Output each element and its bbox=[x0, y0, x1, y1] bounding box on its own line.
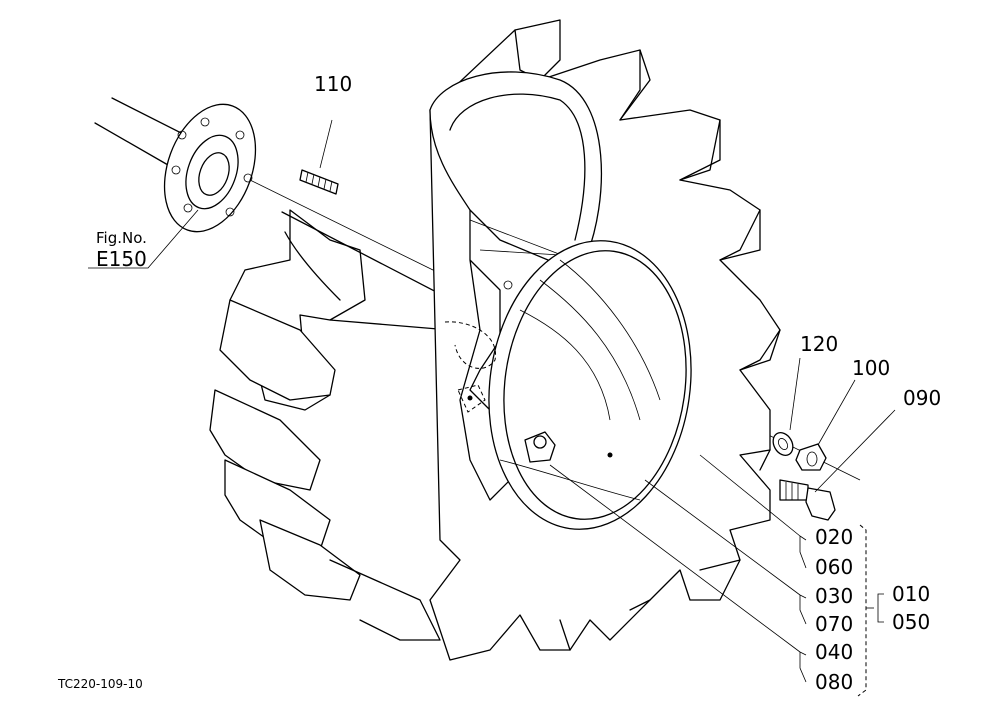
nut bbox=[795, 379, 856, 471]
label-080: 080 bbox=[815, 670, 853, 694]
label-040: 040 bbox=[815, 640, 853, 664]
fig-ref-line2: E150 bbox=[96, 247, 147, 271]
fig-ref-line1: Fig.No. bbox=[96, 229, 147, 247]
lock-washer bbox=[772, 357, 801, 456]
stud-bolt bbox=[299, 119, 339, 195]
drawing-code: TC220-109-10 bbox=[57, 677, 143, 691]
label-110: 110 bbox=[314, 72, 352, 96]
label-030: 030 bbox=[815, 584, 853, 608]
label-120: 120 bbox=[800, 332, 838, 356]
label-090: 090 bbox=[903, 386, 941, 410]
tire-rear-half bbox=[209, 209, 501, 641]
label-060: 060 bbox=[815, 555, 853, 579]
label-100: 100 bbox=[852, 356, 890, 380]
label-050: 050 bbox=[892, 610, 930, 634]
hub-flange bbox=[163, 103, 257, 233]
leader-lines bbox=[88, 209, 807, 683]
label-070: 070 bbox=[815, 612, 853, 636]
label-010: 010 bbox=[892, 582, 930, 606]
rim-barrel bbox=[488, 240, 692, 530]
group-bracket bbox=[857, 524, 884, 697]
wheel-bolt bbox=[779, 409, 896, 521]
valve-dashed bbox=[444, 321, 496, 413]
label-020: 020 bbox=[815, 525, 853, 549]
